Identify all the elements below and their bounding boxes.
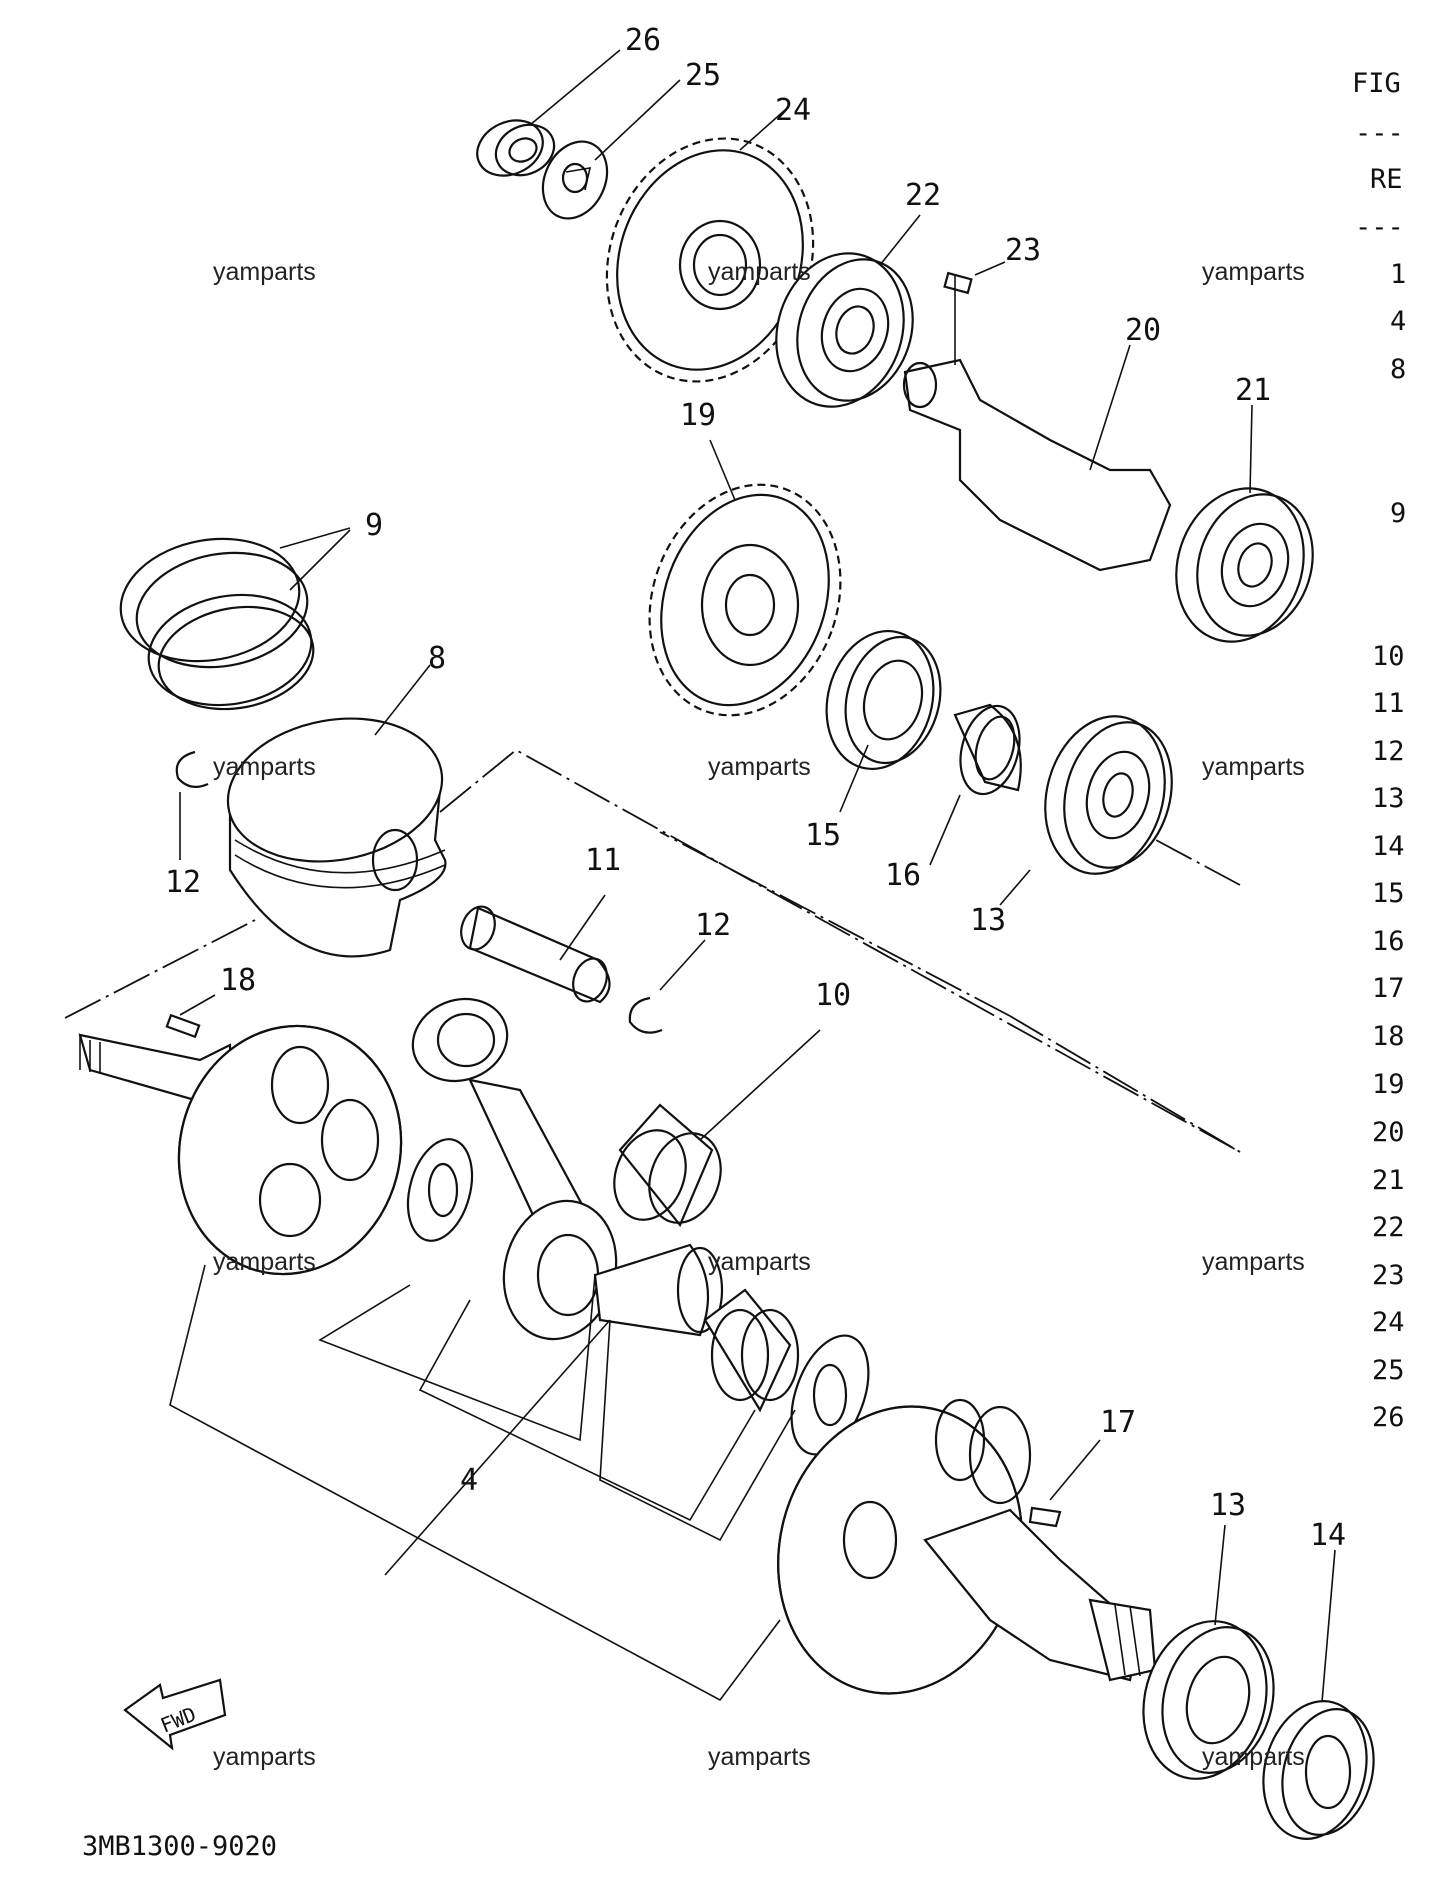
ref-item: 12	[1372, 736, 1405, 767]
callout-labels: 26 25 24 22 23 20 21 19 9 8 12 11 12 10 …	[165, 23, 1346, 1553]
watermark: yamparts	[213, 753, 316, 781]
watermark: yamparts	[708, 753, 811, 781]
part-oil-seal-14	[1262, 1549, 1375, 1840]
ref-rule: ---	[1355, 212, 1404, 243]
watermark: yamparts	[1202, 1743, 1305, 1771]
part-bearing-22	[775, 214, 921, 408]
callout-12-right: 12	[695, 908, 731, 943]
callout-25: 25	[685, 58, 721, 93]
ref-item: 13	[1372, 783, 1405, 814]
part-needle-bearing-lower	[703, 1288, 800, 1413]
part-gear-19	[648, 439, 842, 717]
part-key-17	[1028, 1439, 1101, 1528]
ref-item: 10	[1372, 641, 1405, 672]
callout-22: 22	[905, 178, 941, 213]
fig-rule: ---	[1355, 118, 1404, 149]
ref-item: 21	[1372, 1165, 1405, 1196]
ref-item: 26	[1372, 1402, 1405, 1433]
watermark: yamparts	[1202, 258, 1305, 286]
watermarks: yamparts yamparts yamparts yamparts yamp…	[213, 258, 1305, 1771]
part-collar-16	[929, 703, 1022, 866]
part-key-23	[943, 261, 1006, 295]
ref-item: 14	[1372, 831, 1405, 862]
callout-10: 10	[815, 978, 851, 1013]
ref-item: 25	[1372, 1355, 1405, 1386]
ref-item: 19	[1372, 1069, 1405, 1100]
callout-12-left: 12	[165, 865, 201, 900]
callout-13-upper: 13	[970, 903, 1006, 938]
callout-20: 20	[1125, 313, 1161, 348]
callout-15: 15	[805, 818, 841, 853]
part-bearing-13-lower	[1142, 1524, 1275, 1780]
callout-26: 26	[625, 23, 661, 58]
callout-4: 4	[460, 1463, 478, 1498]
callout-9: 9	[365, 508, 383, 543]
part-key-18	[165, 994, 216, 1039]
callout-17: 17	[1100, 1405, 1136, 1440]
part-circlip-12-right	[628, 939, 706, 1034]
diagram-code: 3MB1300-9020	[82, 1831, 277, 1862]
callout-11: 11	[585, 843, 621, 878]
callout-18: 18	[220, 963, 256, 998]
watermark: yamparts	[1202, 1248, 1305, 1276]
watermark: yamparts	[213, 1248, 316, 1276]
ref-item: 24	[1372, 1307, 1405, 1338]
part-bearing-15	[825, 629, 942, 813]
watermark: yamparts	[708, 1743, 811, 1771]
part-bearing-21	[1175, 404, 1314, 643]
callout-14: 14	[1310, 1518, 1346, 1553]
part-washer-left	[406, 1138, 474, 1242]
part-bearing-13-upper	[999, 715, 1173, 906]
callout-8: 8	[428, 641, 446, 676]
ref-item: 11	[1372, 688, 1405, 719]
watermark: yamparts	[1202, 753, 1305, 781]
watermark: yamparts	[213, 258, 316, 286]
callout-23: 23	[1005, 233, 1041, 268]
part-balancer-shaft-20	[902, 275, 1172, 572]
part-crank-right-web	[777, 1398, 1157, 1695]
callout-24: 24	[775, 93, 811, 128]
part-crank-pin-4	[593, 1243, 724, 1337]
ref-item: 1	[1390, 259, 1406, 290]
assembly-guide-crank	[169, 1264, 796, 1702]
part-nut-26	[476, 49, 621, 177]
ref-item: 20	[1372, 1117, 1405, 1148]
fig-label: FIG	[1352, 68, 1401, 99]
watermark: yamparts	[708, 1248, 811, 1276]
callout-16: 16	[885, 858, 921, 893]
ref-item: 15	[1372, 878, 1405, 909]
ref-item: 17	[1372, 973, 1405, 1004]
part-lockwasher-25	[541, 79, 681, 220]
callout-19: 19	[680, 398, 716, 433]
part-piston-rings-9	[119, 527, 351, 711]
part-piston-8	[226, 664, 447, 958]
ref-label: RE	[1370, 164, 1403, 195]
ref-item: 9	[1390, 498, 1406, 529]
part-needle-bearing-10	[613, 1029, 821, 1228]
ref-item: 18	[1372, 1021, 1405, 1052]
ref-item: 23	[1372, 1260, 1405, 1291]
part-circlip-12-left	[175, 750, 209, 860]
callout-13-lower: 13	[1210, 1488, 1246, 1523]
fwd-arrow-icon: FWD	[123, 1678, 227, 1751]
watermark: yamparts	[213, 1743, 316, 1771]
reference-column: FIG --- RE --- 1 4 8 9 10 11 12 13 14 15…	[1352, 68, 1406, 1433]
part-crank-left-web	[78, 1024, 403, 1276]
callout-21: 21	[1235, 373, 1271, 408]
ref-item: 8	[1390, 354, 1406, 385]
ref-item: 4	[1390, 306, 1406, 337]
ref-item: 22	[1372, 1212, 1405, 1243]
watermark: yamparts	[708, 258, 811, 286]
ref-item: 16	[1372, 926, 1405, 957]
part-piston-pin-11	[460, 894, 611, 1004]
part-connecting-rod	[411, 997, 618, 1341]
